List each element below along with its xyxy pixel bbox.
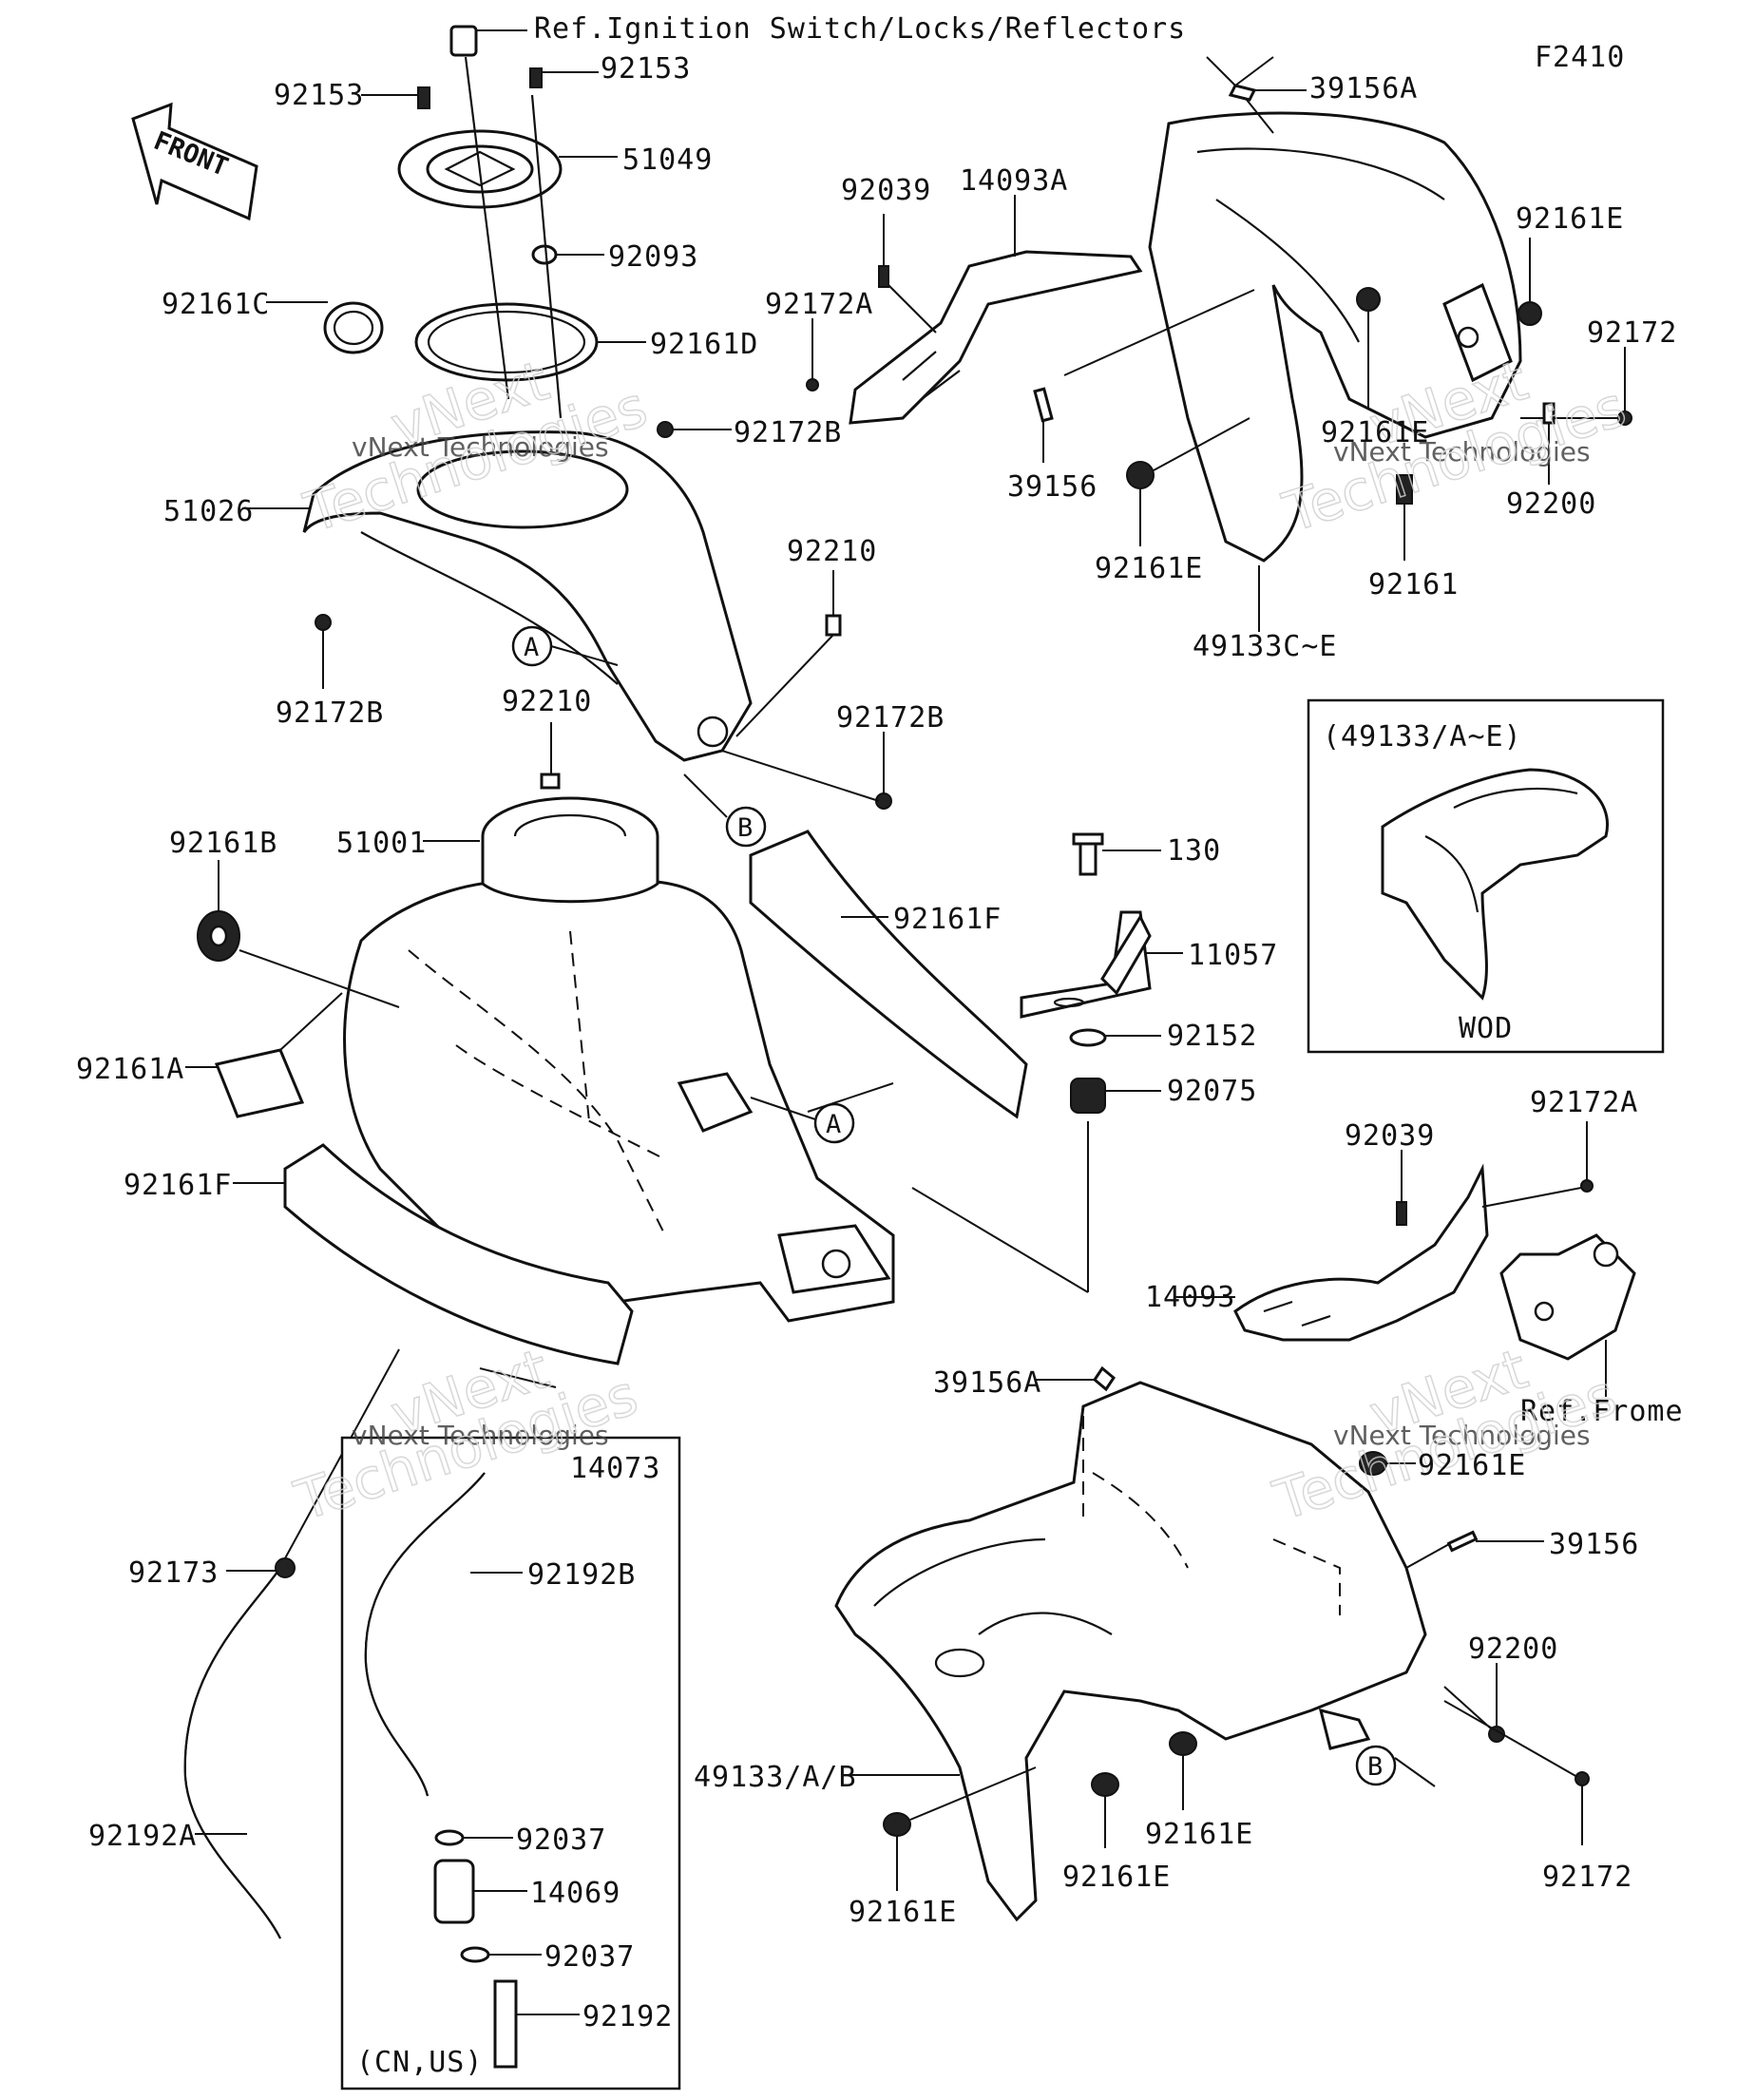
part-label-92161E-bottom-left: 92161E: [849, 1896, 957, 1929]
part-label-92172-bottom: 92172: [1542, 1861, 1632, 1894]
part-labels: 92153 92153 51049 92093 92161C 92161D 92…: [76, 52, 1677, 2033]
pad-92161F-right: [749, 830, 1028, 1119]
part-label-92173: 92173: [128, 1556, 219, 1590]
part-label-92210-mid: 92210: [502, 685, 592, 718]
part-label-92161E-top-left: 92161E: [1095, 552, 1203, 585]
bracket-14093A: [806, 195, 1143, 425]
cover-fasteners: [315, 421, 892, 810]
part-label-92039-bottom: 92039: [1345, 1119, 1435, 1153]
part-label-39156A-bottom: 39156A: [933, 1366, 1041, 1400]
part-label-14093: 14093: [1145, 1281, 1235, 1314]
part-label-92152: 92152: [1167, 1020, 1257, 1053]
callout-b-label: B: [737, 813, 753, 843]
part-label-92161E-mid: 92161E: [1321, 416, 1429, 449]
watermark-text: vNext Technologies: [1333, 1420, 1591, 1451]
part-label-92037-top: 92037: [516, 1823, 606, 1857]
figure-code: F2410: [1535, 41, 1625, 74]
part-label-51049: 51049: [622, 143, 713, 177]
part-label-92161E-bottom-center: 92161E: [1062, 1861, 1171, 1894]
watermark-text: vNext Technologies: [1333, 436, 1591, 468]
part-label-39156A-top: 39156A: [1309, 72, 1418, 105]
part-label-92153-right: 92153: [601, 52, 691, 86]
callout-a-top: A: [511, 625, 619, 667]
frame-ref: Ref.Frome: [1499, 1233, 1684, 1428]
part-label-92172B-left: 92172B: [276, 697, 384, 730]
part-label-130: 130: [1167, 834, 1221, 868]
part-label-92093: 92093: [608, 240, 698, 274]
pad-92161F-left: [233, 1143, 634, 1365]
part-label-92172A-top: 92172A: [765, 288, 873, 321]
fuel-tank-51001: [343, 796, 895, 1323]
part-label-92161E-bolt: 92161E: [1418, 1449, 1526, 1482]
bracket-14093: [1174, 1121, 1594, 1342]
part-label-92200-bottom: 92200: [1468, 1632, 1558, 1666]
part-label-39156-bottom: 39156: [1549, 1528, 1639, 1561]
inset-cnus-code: 14073: [570, 1452, 660, 1485]
lower-fasteners: [883, 1365, 1590, 1891]
pad-92161A: [185, 992, 343, 1118]
part-label-92039-top: 92039: [841, 174, 931, 207]
part-label-51001: 51001: [336, 827, 427, 860]
part-label-14093A: 14093A: [960, 164, 1068, 198]
upper-cowl-49133C-E: [1148, 56, 1522, 632]
tank-cover-51026: [245, 430, 753, 762]
part-label-92172-top: 92172: [1587, 316, 1677, 350]
part-label-92161E-top-right: 92161E: [1516, 202, 1624, 236]
callout-a-label: A: [826, 1110, 841, 1139]
front-arrow-icon: FRONT: [131, 102, 258, 221]
part-label-92075: 92075: [1167, 1075, 1257, 1108]
part-label-92210-right: 92210: [787, 535, 877, 568]
part-label-92192B: 92192B: [527, 1558, 636, 1592]
part-label-92153-left: 92153: [274, 79, 364, 112]
part-label-92172B-top: 92172B: [734, 416, 842, 449]
part-label-92161C: 92161C: [162, 288, 270, 321]
inset-wod-caption: WOD: [1459, 1012, 1513, 1045]
ref-ignition-label: Ref.Ignition Switch/Locks/Reflectors: [534, 12, 1186, 46]
part-label-92161F-right: 92161F: [893, 903, 1002, 936]
inset-cnus-caption: (CN,US): [356, 2046, 483, 2079]
part-label-39156-top: 39156: [1007, 470, 1098, 504]
callout-b-top: B: [683, 773, 767, 848]
part-label-49133-A-B: 49133/A/B: [694, 1761, 857, 1794]
part-label-92037-bottom: 92037: [544, 1940, 635, 1974]
part-label-92161B: 92161B: [169, 827, 277, 860]
part-label-92192A: 92192A: [88, 1820, 197, 1853]
part-label-92161D: 92161D: [650, 328, 758, 361]
upper-fasteners: [1033, 84, 1632, 561]
callout-a-label: A: [524, 633, 539, 662]
callout-b-bottom: B: [1355, 1745, 1436, 1787]
part-label-51026: 51026: [163, 495, 254, 528]
part-label-92161F-left: 92161F: [124, 1169, 232, 1202]
part-label-92172B-right: 92172B: [836, 701, 945, 735]
bracket-11057: [911, 832, 1183, 1293]
ref-frame-label: Ref.Frome: [1520, 1395, 1684, 1428]
part-label-14069: 14069: [530, 1877, 620, 1910]
part-label-11057: 11057: [1188, 939, 1278, 972]
inset-cnus: 14073 (CN,US): [340, 1367, 681, 2090]
inset-wod-title: (49133/A~E): [1323, 720, 1522, 754]
fuel-cap-assembly: [266, 25, 646, 419]
callout-a-mid: A: [750, 1097, 855, 1144]
grommet-92161B: [197, 860, 400, 1008]
part-label-92200-top: 92200: [1506, 487, 1596, 521]
inset-wod: (49133/A~E) WOD: [1307, 698, 1665, 1054]
lower-cowl-49133-A-B: [834, 1381, 1427, 1922]
watermark-text: vNext Technologies: [352, 1420, 609, 1451]
part-label-92161A: 92161A: [76, 1053, 184, 1086]
part-label-49133C-E: 49133C~E: [1193, 630, 1338, 663]
callout-b-label: B: [1367, 1752, 1383, 1782]
part-label-92161E-bottom-mid: 92161E: [1145, 1818, 1253, 1851]
part-label-92172A-bottom: 92172A: [1530, 1086, 1638, 1119]
part-label-92192: 92192: [582, 2000, 673, 2033]
watermark-text: vNext Technologies: [352, 431, 609, 463]
part-label-92161: 92161: [1368, 568, 1459, 601]
